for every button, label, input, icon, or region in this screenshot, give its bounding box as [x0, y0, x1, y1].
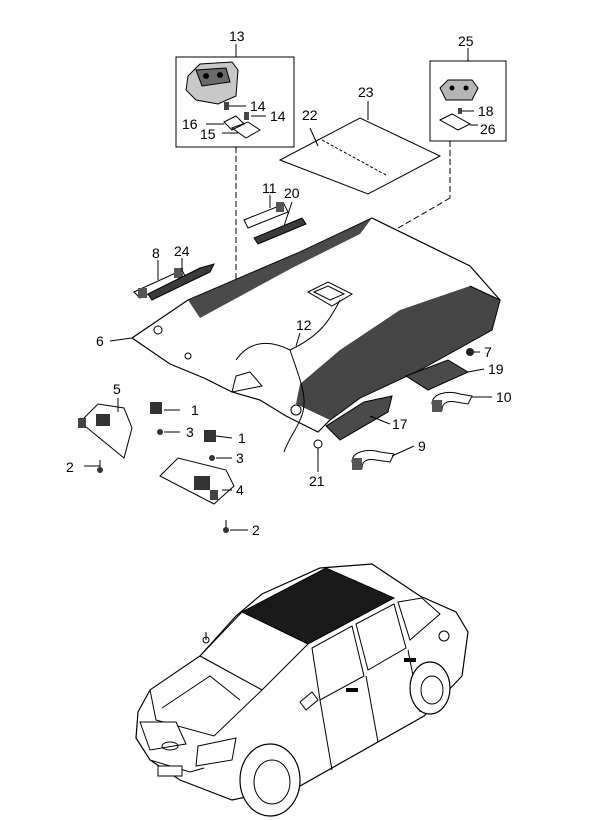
callout-13: 13: [229, 28, 245, 44]
callout-19: 19: [488, 361, 504, 377]
callout-9: 9: [418, 438, 426, 454]
callout-20: 20: [284, 185, 300, 201]
clip-21: [313, 439, 323, 449]
assist-handle-9: [351, 449, 395, 470]
assist-handle-10: [431, 391, 473, 412]
callout-7: 7: [484, 344, 492, 360]
callout-14b: 14: [270, 108, 286, 124]
leader-lines: [84, 44, 492, 531]
callout-22: 22: [302, 107, 318, 123]
callout-1a: 1: [191, 402, 199, 418]
roof-pad: [278, 101, 442, 195]
callout-3a: 3: [186, 424, 194, 440]
car-illustration: [135, 563, 469, 817]
callout-21: 21: [309, 473, 325, 489]
callout-1b: 1: [238, 430, 246, 446]
callout-23: 23: [358, 84, 374, 100]
callout-11: 11: [262, 180, 277, 196]
callout-10: 10: [496, 389, 512, 405]
callout-6: 6: [96, 333, 104, 349]
callout-labels: 13 25 23 22 14 14 16 15 18 26 11 20 8 24…: [66, 28, 512, 538]
callout-2b: 2: [252, 522, 260, 538]
bracket-17: [325, 395, 393, 441]
headlining-panel: [130, 217, 501, 453]
screws-and-holders: [97, 402, 229, 533]
callout-16: 16: [182, 116, 198, 132]
callout-12: 12: [296, 317, 312, 333]
sunvisor-4: [159, 457, 235, 505]
callout-26: 26: [480, 121, 496, 137]
callout-25: 25: [458, 33, 474, 49]
callout-14a: 14: [250, 98, 266, 114]
callout-3b: 3: [236, 450, 244, 466]
room-lamp-detail-box: [175, 56, 295, 148]
sunvisor-5: [78, 403, 133, 459]
callout-18: 18: [478, 103, 494, 119]
bracket-24: [147, 263, 215, 301]
callout-5: 5: [113, 381, 121, 397]
callout-8: 8: [152, 245, 160, 261]
callout-24: 24: [174, 243, 190, 259]
assist-handle-11: [243, 202, 289, 229]
callout-17: 17: [392, 416, 408, 432]
callout-4: 4: [236, 482, 244, 498]
callout-15: 15: [200, 126, 216, 142]
clip-7: [466, 348, 474, 356]
bracket-20: [253, 217, 307, 245]
callout-2a: 2: [66, 459, 74, 475]
